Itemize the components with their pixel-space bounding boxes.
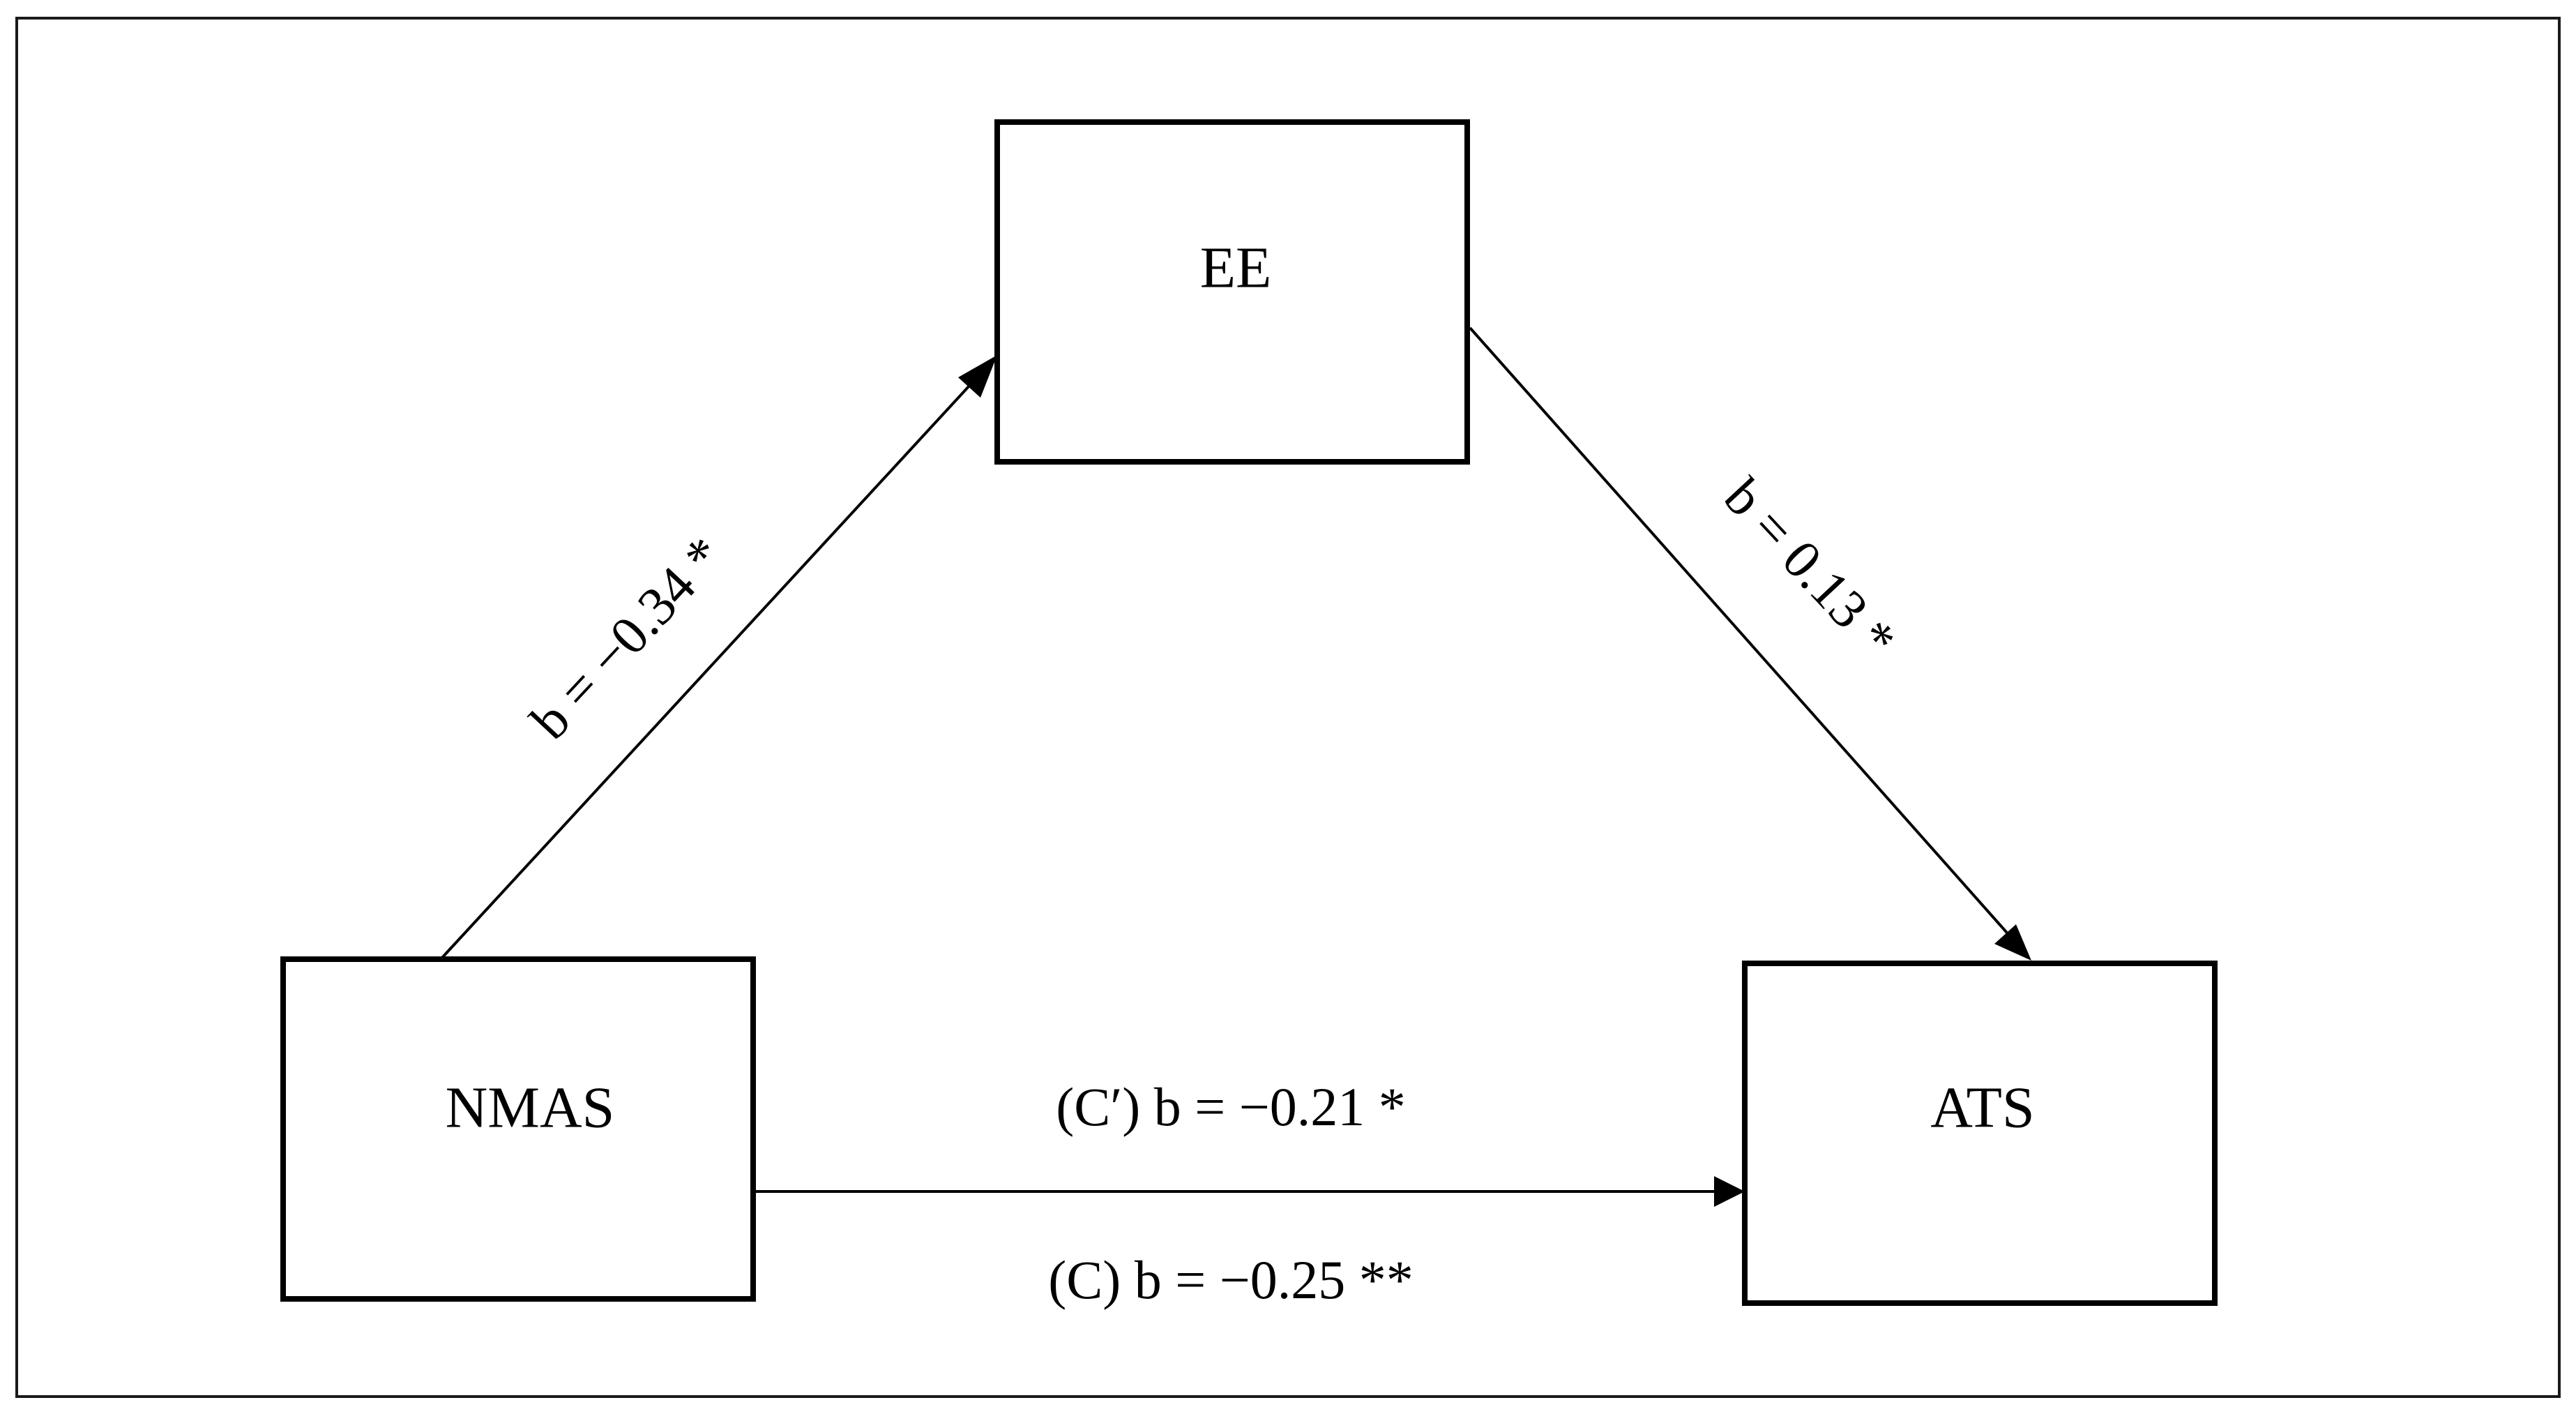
node-nmas: NMAS: [280, 956, 756, 1302]
node-ee-label: EE: [1200, 235, 1272, 300]
edge-ee-to-ats-line: [1469, 326, 2013, 940]
node-ee: EE: [994, 119, 1470, 465]
edge-nmas-to-ee: [439, 355, 997, 961]
edge-nmas-to-ee-arrowhead: [958, 355, 997, 398]
edge-nmas-to-ee-line: [439, 375, 979, 961]
node-nmas-label: NMAS: [446, 1075, 615, 1140]
edge-ee-to-ats: [1469, 326, 2031, 961]
edge-nmas-to-ats: [755, 1176, 1745, 1207]
edge-ee-to-ats-arrowhead: [1994, 924, 2031, 961]
node-nmas-box: [280, 956, 756, 1302]
figure-frame: [15, 17, 2561, 1398]
node-ats-label: ATS: [1930, 1075, 2034, 1140]
edge-nmas-to-ats-arrowhead: [1714, 1176, 1745, 1207]
node-ats-box: [1742, 961, 2218, 1306]
edge-label-ee-to-ats: b = 0.13 *: [1713, 467, 1908, 670]
edge-label-total: (C) b = −0.25 **: [1048, 1249, 1413, 1310]
node-ats: ATS: [1742, 961, 2218, 1306]
node-ee-box: [994, 119, 1470, 465]
edge-label-direct: (C′) b = −0.21 *: [1056, 1076, 1406, 1137]
edge-label-nmas-to-ee: b = −0.34 *: [519, 525, 735, 750]
